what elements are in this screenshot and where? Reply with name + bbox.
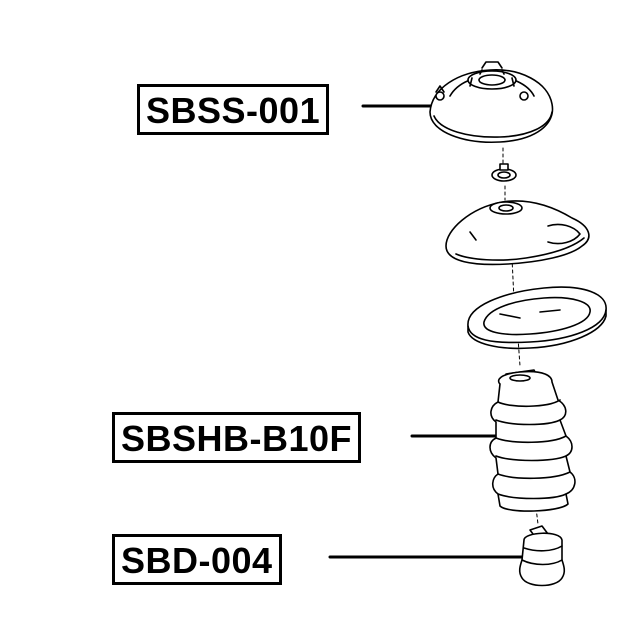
washer-part [491,163,517,182]
part-number-label-sbshb-b10f: SBSHB-B10F [112,412,362,463]
bump-stop-part [518,525,566,587]
strut-mount-part [429,61,554,143]
part-number-label-sbss-001: SBSS-001 [137,84,330,135]
assembly-axis [511,257,515,301]
spring-pad-part [467,286,607,350]
assembly-axis [517,337,521,367]
part-number-label-sbd-004: SBD-004 [112,534,282,585]
dust-boot-part [489,369,576,512]
spring-seat-part [445,200,590,266]
